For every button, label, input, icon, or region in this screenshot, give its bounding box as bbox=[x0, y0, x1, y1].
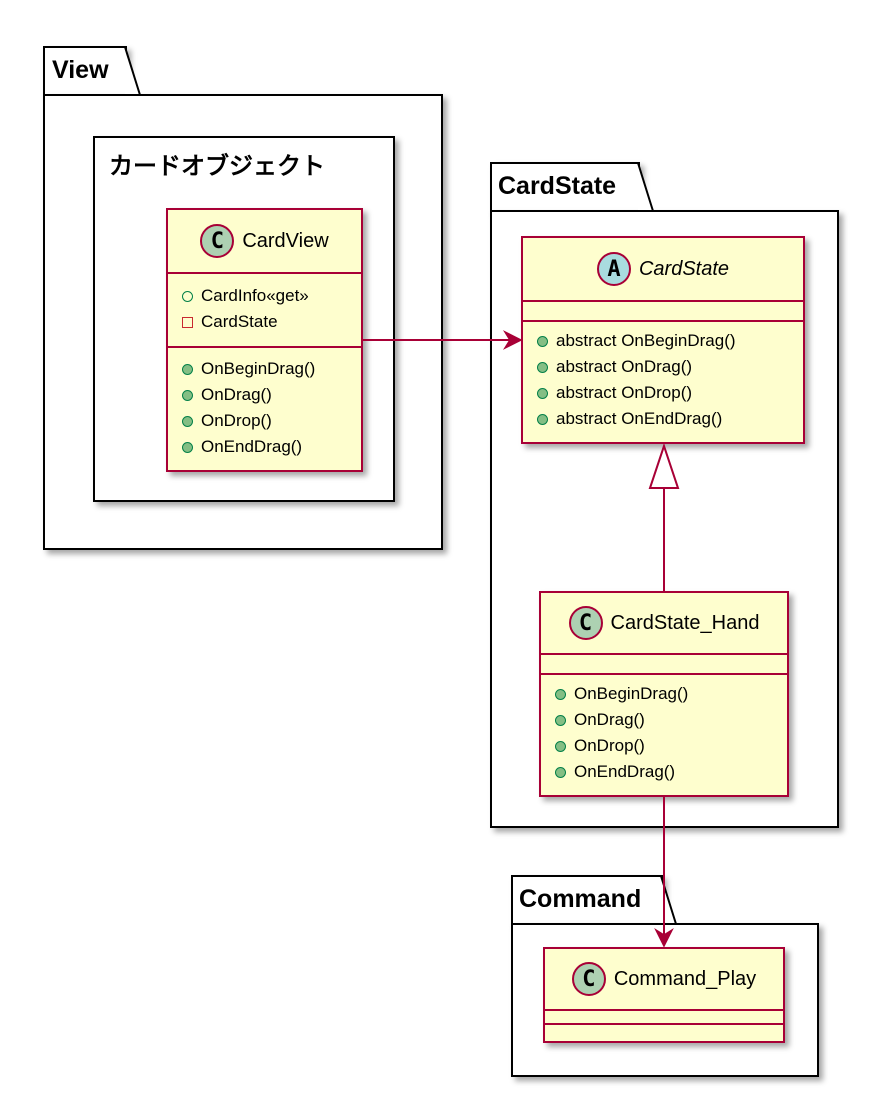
class-cardview[interactable]: C CardView CardInfo«get» CardState OnBeg… bbox=[166, 208, 363, 472]
class-cardstate-hand-methods: OnBeginDrag() OnDrag() OnDrop() OnEndDra… bbox=[541, 675, 787, 789]
method-row: abstract OnDrop() bbox=[537, 380, 803, 406]
method-row: OnBeginDrag() bbox=[182, 356, 361, 382]
method-row: OnDrag() bbox=[182, 382, 361, 408]
method-row: OnBeginDrag() bbox=[555, 681, 787, 707]
package-card-object-label: カードオブジェクト bbox=[109, 153, 325, 180]
class-cardstate-header: A CardState bbox=[523, 238, 803, 302]
class-cardview-name: CardView bbox=[242, 229, 329, 252]
method-text: OnBeginDrag() bbox=[574, 684, 689, 703]
method-row: OnEndDrag() bbox=[182, 434, 361, 460]
class-command-play-fields bbox=[545, 1011, 783, 1025]
abstract-stereotype-icon: A bbox=[596, 252, 631, 286]
package-view-label: View bbox=[52, 56, 109, 84]
class-cardstate-hand-fields bbox=[541, 655, 787, 675]
field-row: CardInfo«get» bbox=[182, 283, 361, 309]
public-visibility-icon bbox=[537, 335, 548, 347]
class-command-play-name: Command_Play bbox=[613, 967, 757, 990]
private-visibility-icon bbox=[182, 316, 193, 328]
method-text: abstract OnDrag() bbox=[556, 357, 693, 376]
method-row: abstract OnBeginDrag() bbox=[537, 328, 803, 354]
method-row: OnDrop() bbox=[555, 733, 787, 759]
public-visibility-icon bbox=[537, 413, 548, 425]
package-command-label: Command bbox=[519, 885, 642, 913]
method-row: abstract OnEndDrag() bbox=[537, 406, 803, 432]
method-row: OnDrop() bbox=[182, 408, 361, 434]
field-text: CardInfo«get» bbox=[201, 286, 309, 305]
class-cardstate-hand-header: C CardState_Hand bbox=[541, 593, 787, 655]
method-text: OnEndDrag() bbox=[574, 762, 676, 781]
class-stereotype-icon: C bbox=[200, 224, 235, 258]
class-command-play-header: C Command_Play bbox=[545, 949, 783, 1011]
method-text: OnEndDrag() bbox=[201, 437, 303, 456]
public-visibility-icon bbox=[182, 441, 193, 453]
class-cardstate-name: CardState bbox=[638, 257, 730, 280]
class-cardview-header: C CardView bbox=[168, 210, 361, 274]
field-row: CardState bbox=[182, 309, 361, 335]
class-command-play[interactable]: C Command_Play bbox=[543, 947, 785, 1043]
class-stereotype-icon: C bbox=[568, 606, 603, 640]
method-row: OnEndDrag() bbox=[555, 759, 787, 785]
class-cardstate-hand[interactable]: C CardState_Hand OnBeginDrag() OnDrag() … bbox=[539, 591, 789, 797]
class-cardstate-fields bbox=[523, 302, 803, 322]
class-cardview-methods: OnBeginDrag() OnDrag() OnDrop() OnEndDra… bbox=[168, 348, 361, 464]
public-visibility-icon bbox=[537, 387, 548, 399]
method-row: OnDrag() bbox=[555, 707, 787, 733]
method-text: OnDrop() bbox=[201, 411, 272, 430]
method-text: OnDrag() bbox=[201, 385, 272, 404]
public-visibility-icon bbox=[555, 740, 566, 752]
method-text: OnBeginDrag() bbox=[201, 359, 316, 378]
class-cardstate-hand-name: CardState_Hand bbox=[610, 611, 760, 634]
package-cardstate-label: CardState bbox=[498, 172, 617, 200]
method-text: abstract OnEndDrag() bbox=[556, 409, 723, 428]
method-text: OnDrop() bbox=[574, 736, 645, 755]
method-row: abstract OnDrag() bbox=[537, 354, 803, 380]
public-visibility-icon bbox=[182, 415, 193, 427]
class-cardstate-methods: abstract OnBeginDrag() abstract OnDrag()… bbox=[523, 322, 803, 436]
class-stereotype-icon: C bbox=[571, 962, 606, 996]
method-text: OnDrag() bbox=[574, 710, 645, 729]
public-visibility-icon bbox=[555, 714, 566, 726]
public-visibility-icon bbox=[182, 389, 193, 401]
method-text: abstract OnBeginDrag() bbox=[556, 331, 736, 350]
class-cardstate[interactable]: A CardState abstract OnBeginDrag() abstr… bbox=[521, 236, 805, 444]
public-visibility-icon bbox=[555, 688, 566, 700]
public-visibility-icon bbox=[182, 363, 193, 375]
package-command-tab bbox=[511, 875, 663, 925]
class-cardview-fields: CardInfo«get» CardState bbox=[168, 274, 361, 348]
package-view-tab bbox=[43, 46, 127, 96]
public-visibility-icon bbox=[182, 290, 193, 302]
public-visibility-icon bbox=[537, 361, 548, 373]
public-visibility-icon bbox=[555, 766, 566, 778]
method-text: abstract OnDrop() bbox=[556, 383, 693, 402]
field-text: CardState bbox=[201, 312, 278, 331]
class-command-play-methods bbox=[545, 1025, 783, 1039]
